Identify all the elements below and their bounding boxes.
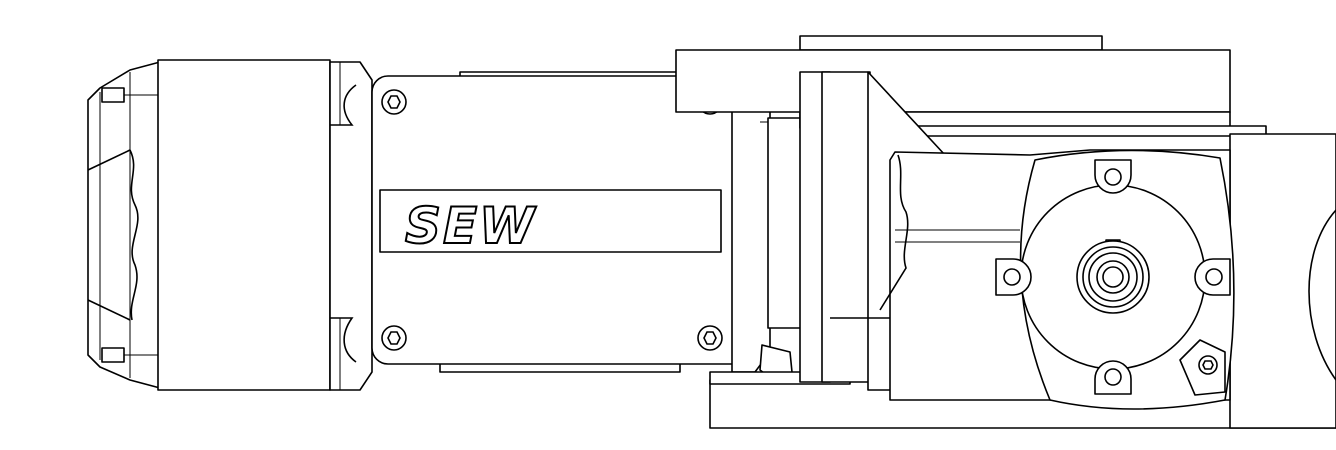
output-shaft	[1076, 239, 1150, 314]
adapter	[731, 75, 803, 383]
nameplate	[379, 189, 722, 253]
cover-screw-icon	[381, 325, 407, 351]
cover-screw-icon	[381, 89, 407, 115]
bolt-hole-icon	[1194, 258, 1231, 296]
sew-logo: SEW	[405, 197, 537, 255]
bolt-hole-icon	[995, 258, 1032, 296]
cover-screw-icon	[697, 325, 723, 351]
terminal-box: SEW	[371, 71, 749, 373]
gearbox	[675, 35, 1336, 429]
fan-cover	[87, 61, 161, 389]
bolt-hole-icon	[1094, 360, 1132, 395]
motor-housing	[157, 59, 373, 391]
breather-plug-icon	[1179, 339, 1226, 396]
bolt-hole-icon	[1094, 159, 1132, 194]
